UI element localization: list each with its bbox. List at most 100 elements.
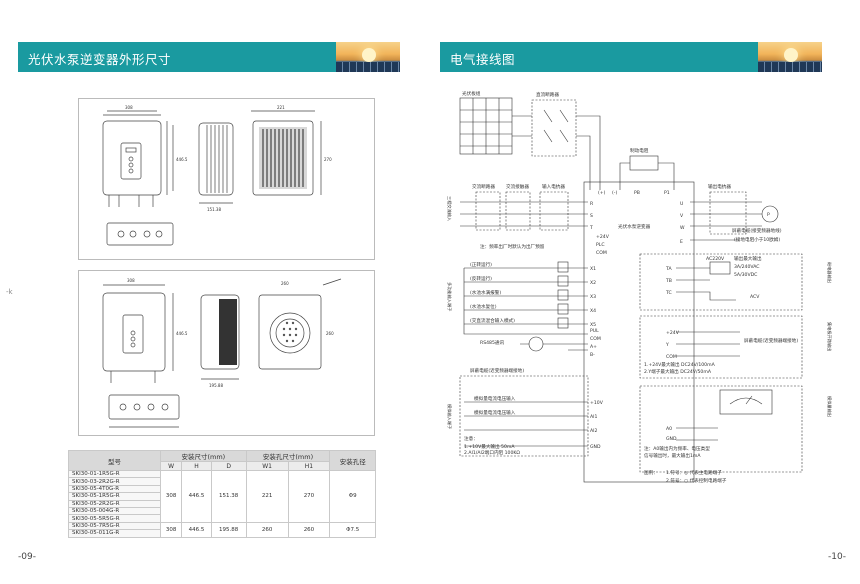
- label-ac-breaker2: 交流接触器: [506, 183, 529, 190]
- svg-text:AI2: AI2: [590, 428, 597, 434]
- svg-text:X3: X3: [590, 294, 596, 300]
- dim-w-bottom: 308: [127, 278, 135, 283]
- svg-text:(水池水满报警): (水池水满报警): [470, 289, 501, 296]
- svg-text:(水池水复位): (水池水复位): [470, 303, 497, 310]
- table-row: SKI30-05-7R5G-R 308 446.5 195.88 260 260…: [68, 521, 376, 538]
- svg-text:COM: COM: [596, 250, 607, 256]
- dim-w-top: 308: [125, 105, 133, 110]
- svg-text:1.符号：◎ 代表主电路端子: 1.符号：◎ 代表主电路端子: [666, 469, 722, 476]
- dim-w1-top: 221: [277, 105, 285, 110]
- svg-text:TB: TB: [665, 278, 672, 284]
- svg-text:X4: X4: [590, 308, 596, 314]
- svg-text:2.AI1/AI2端口内阻 100KΩ: 2.AI1/AI2端口内阻 100KΩ: [464, 449, 520, 456]
- th-diameter: 安装孔径: [329, 450, 376, 471]
- th-h1: H1: [287, 461, 331, 471]
- svg-text:5A/30VDC: 5A/30VDC: [734, 272, 757, 278]
- svg-text:1.+24V最大输出 DC24V/100mA: 1.+24V最大输出 DC24V/100mA: [644, 361, 716, 368]
- th-w1: W1: [245, 461, 289, 471]
- svg-text:Y: Y: [665, 342, 669, 348]
- wiring-diagram: 光伏板组 直流断路器 交流断路器 交流接触器 输入电抗器 制动电阻 输出电抗器 …: [446, 90, 833, 484]
- svg-text:A0: A0: [666, 426, 672, 432]
- svg-text:X2: X2: [590, 280, 596, 286]
- left-page-number: -09-: [18, 552, 36, 562]
- svg-text:2.Y端子最大输出 DC24V/50mA: 2.Y端子最大输出 DC24V/50mA: [644, 368, 712, 375]
- svg-text:V: V: [680, 213, 684, 219]
- th-d: D: [210, 461, 247, 471]
- svg-text:多功能输入端子: 多功能输入端子: [446, 282, 453, 311]
- svg-text:(+): (+): [598, 190, 606, 196]
- svg-text:图例：: 图例：: [644, 469, 658, 476]
- dim-w1-bottom: 260: [281, 281, 289, 286]
- svg-text:+24V: +24V: [666, 330, 680, 336]
- label-shield-motor1: 屏蔽电缆(接变频器地线): [732, 227, 782, 234]
- svg-text:W: W: [680, 225, 685, 231]
- left-header-bar: 光伏水泵逆变器外形尺寸: [18, 42, 336, 72]
- svg-text:GND: GND: [666, 436, 677, 442]
- svg-text:注：A0输出内为频率、电压类型: 注：A0输出内为频率、电压类型: [644, 445, 710, 452]
- svg-text:模拟量输出: 模拟量输出: [826, 396, 833, 417]
- svg-text:X5: X5: [590, 322, 596, 328]
- svg-text:PLC: PLC: [596, 242, 605, 248]
- dim-d-bottom: 195.88: [209, 383, 223, 388]
- solar-header-image: [336, 42, 400, 72]
- svg-text:输出最大输出: 输出最大输出: [734, 255, 762, 262]
- svg-text:X1: X1: [590, 266, 596, 272]
- dimension-drawing-small-svg: 308 446.5 151.38 221 270: [102, 105, 332, 246]
- th-w: W: [159, 461, 183, 471]
- dim-h1-bottom: 260: [326, 331, 334, 336]
- svg-text:B-: B-: [590, 352, 595, 358]
- svg-text:三相交流输入: 三相交流输入: [446, 196, 453, 222]
- label-note-jumper: 注：频率出厂时默认为出厂预留: [480, 243, 545, 250]
- svg-text:S: S: [590, 213, 593, 219]
- svg-text:PB: PB: [634, 190, 640, 196]
- dimension-drawing-small: 308 446.5 151.38 221 270: [78, 98, 375, 260]
- svg-text:T: T: [589, 225, 593, 231]
- svg-text:TC: TC: [665, 290, 672, 296]
- svg-text:3A/240VAC: 3A/240VAC: [734, 264, 760, 270]
- right-page-title: 电气接线图: [450, 52, 516, 67]
- svg-text:+24V: +24V: [596, 234, 610, 240]
- label-input-reactor: 输入电抗器: [542, 183, 565, 190]
- dim-h1-top: 270: [324, 157, 332, 162]
- wiring-labels: 光伏板组 直流断路器 交流断路器 交流接触器 输入电抗器 制动电阻 输出电抗器 …: [462, 90, 798, 484]
- svg-text:ACV: ACV: [750, 294, 760, 300]
- th-h: H: [181, 461, 212, 471]
- svg-text:COM: COM: [590, 336, 601, 342]
- label-pump: P: [767, 212, 770, 218]
- dimension-drawing-large-svg: 308 446.5 195.88 260 260: [102, 278, 342, 428]
- svg-text:(交直流混合输入模式): (交直流混合输入模式): [470, 317, 515, 324]
- svg-text:2.符号：○ 代表控制电路端子: 2.符号：○ 代表控制电路端子: [666, 477, 727, 484]
- svg-text:U: U: [680, 201, 683, 207]
- svg-text:注意：: 注意：: [464, 435, 478, 442]
- dimension-drawing-large: 308 446.5 195.88 260 260: [78, 270, 375, 436]
- left-page-title: 光伏水泵逆变器外形尺寸: [28, 52, 172, 67]
- svg-text:模拟量电流电压输入: 模拟量电流电压输入: [474, 395, 516, 402]
- svg-text:TA: TA: [665, 266, 672, 272]
- svg-text:PUL: PUL: [590, 328, 599, 334]
- fan-grille: [282, 321, 298, 343]
- heatsink-fins: [262, 129, 304, 187]
- install-spec-table: 型号 安装尺寸(mm) 安装孔尺寸(mm) 安装孔径 W H D W1 H1 S…: [68, 450, 376, 538]
- svg-text:(反转运行): (反转运行): [470, 275, 492, 282]
- svg-text:屏蔽电缆(近变频器端接地): 屏蔽电缆(近变频器端接地): [744, 337, 798, 344]
- svg-text:AI1: AI1: [590, 414, 597, 420]
- label-shield-motor2: (接地电阻小于10欧姆): [734, 236, 780, 243]
- svg-text:COM: COM: [666, 354, 677, 360]
- table-row: SKI30-01-1R5G-R 308 446.5 151.38 221 270…: [68, 469, 376, 523]
- right-page: 电气接线图 -10-: [430, 0, 860, 584]
- svg-text:1.+10V最大输出 50mA: 1.+10V最大输出 50mA: [464, 443, 515, 450]
- svg-text:+10V: +10V: [590, 400, 604, 406]
- svg-text:(正转运行): (正转运行): [470, 261, 492, 268]
- label-dc-breaker: 直流断路器: [536, 91, 559, 98]
- label-shield-signal: 屏蔽电缆(近变频器端接地): [470, 367, 524, 374]
- svg-text:集电极开路输出: 集电极开路输出: [826, 322, 833, 351]
- label-ac-breaker1: 交流断路器: [472, 183, 495, 190]
- svg-text:E: E: [680, 239, 683, 245]
- svg-text:A+: A+: [590, 344, 597, 350]
- svg-text:(-): (-): [612, 190, 617, 196]
- svg-text:GND: GND: [590, 444, 601, 450]
- label-output-reactor: 输出电抗器: [708, 183, 731, 190]
- svg-text:AC220V: AC220V: [706, 256, 725, 262]
- solar-header-image-right: [758, 42, 822, 72]
- svg-text:R: R: [590, 201, 594, 207]
